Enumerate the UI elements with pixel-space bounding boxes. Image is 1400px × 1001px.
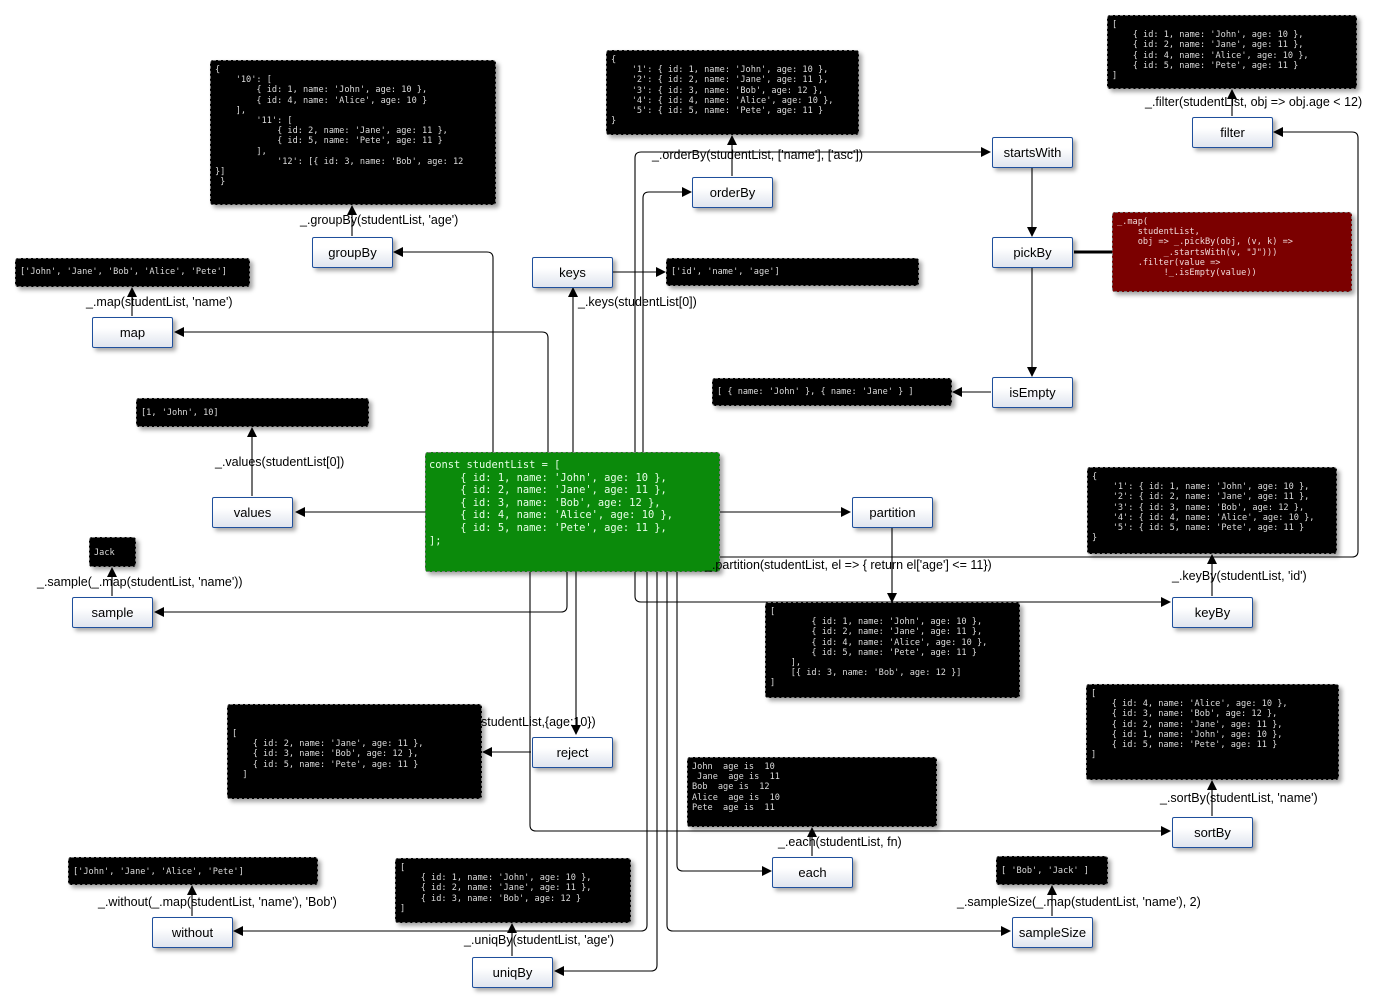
edge-sortby — [529, 572, 1171, 836]
values-node[interactable]: values — [212, 497, 293, 528]
sortby-call-label: _.sortBy(studentList, 'name') — [1160, 791, 1318, 805]
sample-result: Jack — [89, 537, 136, 567]
filter-result: [ { id: 1, name: 'John', age: 10 }, { id… — [1107, 15, 1357, 89]
map-result: ['John', 'Jane', 'Bob', 'Alice', 'Pete'] — [15, 258, 250, 287]
each-call-label: _.each(studentList, fn) — [778, 835, 902, 849]
pickby-node[interactable]: pickBy — [992, 237, 1073, 268]
edge-without — [233, 572, 648, 936]
sortby-node[interactable]: sortBy — [1172, 817, 1253, 848]
edge-orderby — [642, 187, 692, 452]
orderby-result: { '1': { id: 1, name: 'John', age: 10 },… — [606, 50, 859, 135]
samplesize-call-label: _.sampleSize(_.map(studentList, 'name'),… — [957, 895, 1201, 909]
groupby-result: { '10': [ { id: 1, name: 'John', age: 10… — [210, 60, 496, 205]
reject-result: [ { id: 2, name: 'Jane', age: 11 }, { id… — [227, 704, 482, 799]
partition-node[interactable]: partition — [852, 497, 933, 528]
edge-each — [676, 572, 772, 876]
sortby-result: [ { id: 4, name: 'Alice', age: 10 }, { i… — [1086, 684, 1339, 780]
filter-node[interactable]: filter — [1192, 117, 1273, 148]
edge-sample — [154, 572, 568, 617]
orderby-call-label: _.orderBy(studentList, ['name'], ['asc']… — [652, 148, 864, 162]
startswith-node[interactable]: startsWith — [992, 137, 1073, 168]
groupby-call-label: _.groupBy(studentList, 'age') — [300, 213, 459, 227]
edge-groupby — [393, 247, 494, 452]
sample-call-label: _.sample(_.map(studentList, 'name')) — [37, 575, 243, 589]
isempty-result: [ { name: 'John' }, { name: 'Jane' } ] — [712, 378, 952, 406]
uniqby-call-label: _.uniqBy(studentList, 'age') — [464, 933, 614, 947]
samplesize-result: [ 'Bob', 'Jack' ] — [996, 856, 1108, 885]
values-call-label: _.values(studentList[0]) — [215, 455, 345, 469]
isempty-node[interactable]: isEmpty — [992, 377, 1073, 408]
keyby-result: { '1': { id: 1, name: 'John', age: 10 },… — [1087, 467, 1337, 554]
reject-call-label: studentList,{age:10}) — [481, 715, 596, 729]
without-result: ['John', 'Jane', 'Alice', 'Pete'] — [68, 857, 318, 885]
without-call-label: _.without(_.map(studentList, 'name'), 'B… — [98, 895, 337, 909]
partition-call-label: _.partition(studentList, el => { return … — [705, 558, 992, 572]
keys-call-label: _.keys(studentList[0]) — [578, 295, 697, 309]
filter-call-label: _.filter(studentList, obj => obj.age < 1… — [1145, 95, 1363, 109]
orderby-node[interactable]: orderBy — [692, 177, 773, 208]
edge-startswith — [634, 147, 991, 452]
groupby-node[interactable]: groupBy — [312, 237, 393, 268]
sample-node[interactable]: sample — [72, 597, 153, 628]
each-result: John age is 10 Jane age is 11 Bob age is… — [687, 757, 937, 827]
student-list-code: const studentList = [ { id: 1, name: 'Jo… — [425, 452, 720, 572]
keys-node[interactable]: keys — [532, 257, 613, 288]
each-node[interactable]: each — [772, 857, 853, 888]
edge-samplesize — [666, 572, 1011, 936]
edge-uniqby — [554, 572, 658, 976]
pickby-code: _.map( studentList, obj => _.pickBy(obj,… — [1112, 212, 1352, 292]
samplesize-node[interactable]: sampleSize — [1012, 917, 1093, 948]
keyby-call-label: _.keyBy(studentList, 'id') — [1172, 569, 1307, 583]
uniqby-node[interactable]: uniqBy — [472, 957, 553, 988]
keyby-node[interactable]: keyBy — [1172, 597, 1253, 628]
values-result: [1, 'John', 10] — [136, 398, 369, 427]
uniqby-result: [ { id: 1, name: 'John', age: 10 }, { id… — [395, 858, 631, 923]
partition-result: [ { id: 1, name: 'John', age: 10 }, { id… — [765, 602, 1020, 698]
edge-keyby — [634, 572, 1171, 607]
reject-node[interactable]: reject — [532, 737, 613, 768]
edge-filter — [720, 127, 1359, 558]
keys-result: ['id', 'name', 'age'] — [666, 258, 919, 286]
map-call-label: _.map(studentList, 'name') — [86, 295, 233, 309]
map-node[interactable]: map — [92, 317, 173, 348]
without-node[interactable]: without — [152, 917, 233, 948]
edge-map — [174, 327, 549, 452]
